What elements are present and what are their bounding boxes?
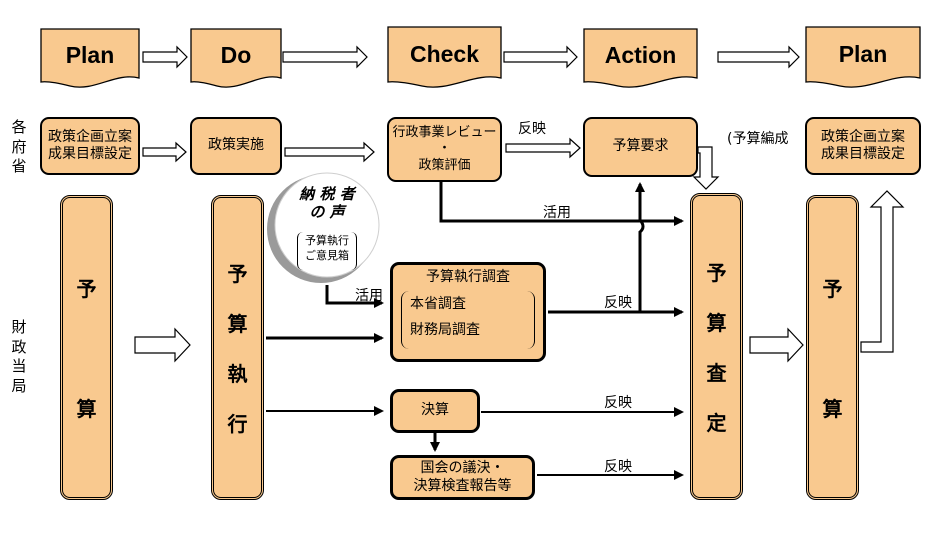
arrow-implementation-to-review: [284, 141, 375, 163]
pdca-do-doc: Do: [190, 28, 282, 90]
pdca-plan-next-doc: Plan: [805, 26, 921, 90]
arrow-assessment-to-budget: [749, 327, 804, 363]
pdca-action-label: Action: [604, 41, 677, 68]
taxpayer-circle: [274, 172, 380, 278]
execution-survey-items: 本省調査 財務局調査: [401, 290, 535, 349]
pdca-check-doc: Check: [387, 26, 502, 90]
arrow-budget-to-execution: [134, 327, 191, 363]
pdca-plan-label: Plan: [65, 41, 115, 68]
arrow-budget-up-to-planning: [860, 190, 905, 353]
use-label-taxpayer: 活用: [355, 288, 383, 304]
execution-survey-box: 予算執行調査 本省調査 財務局調査: [390, 262, 546, 362]
line-review-to-assessment: [439, 182, 684, 226]
settlement-box: 決算: [390, 389, 480, 433]
taxpayer-voice-title: 納 税 者 の 声: [299, 185, 355, 221]
reflect-diet-label: 反映: [604, 459, 632, 475]
pdca-plan-doc: Plan: [40, 28, 140, 90]
budget-request-box: 予算要求: [583, 117, 698, 177]
policy-review-box: 行政事業レビュー ・ 政策評価: [387, 117, 502, 182]
policy-planning-box: 政策企画立案 成果目標設定: [40, 117, 140, 175]
pdca-do-label: Do: [220, 41, 252, 68]
arrow-action-to-plan: [717, 45, 800, 69]
arrow-request-to-assessment: [692, 146, 720, 190]
diet-resolution-box: 国会の議決・ 決算検査報告等: [390, 455, 535, 500]
finance-side-label: 財 政 当 局: [11, 318, 27, 395]
ministries-side-label: 各 府 省: [11, 118, 27, 175]
execution-survey-title: 予算執行調査: [426, 269, 510, 285]
execution-pillar: 予 算 執 行: [211, 195, 264, 500]
line-taxpayer-to-survey: [325, 285, 384, 308]
pdca-plan-next-label: Plan: [838, 40, 888, 67]
opinion-box: 予算執行 ご意見箱: [297, 232, 357, 270]
policy-implementation-box: 政策実施: [190, 117, 282, 175]
assessment-pillar: 予 算 査 定: [690, 193, 743, 500]
pdca-check-label: Check: [409, 40, 480, 67]
arrow-do-to-check: [282, 45, 368, 69]
arrow-review-to-request: [505, 137, 581, 159]
reflect-settlement-label: 反映: [604, 395, 632, 411]
budget-next-pillar: 予 算: [806, 195, 859, 500]
use-label-review: 活用: [543, 205, 571, 221]
arrow-plan-to-do: [142, 45, 188, 69]
reflect-survey-label: 反映: [604, 295, 632, 311]
line-survey-to-request: [635, 182, 645, 312]
arrow-planning-to-implementation: [142, 141, 187, 163]
policy-planning-next-box: 政策企画立案 成果目標設定: [805, 117, 921, 175]
pdca-action-doc: Action: [583, 28, 698, 90]
budget-pillar: 予 算: [60, 195, 113, 500]
arrow-check-to-action: [503, 45, 578, 69]
budget-compile-label: (予算編成: [727, 131, 789, 147]
reflect-review-label: 反映: [518, 121, 546, 137]
